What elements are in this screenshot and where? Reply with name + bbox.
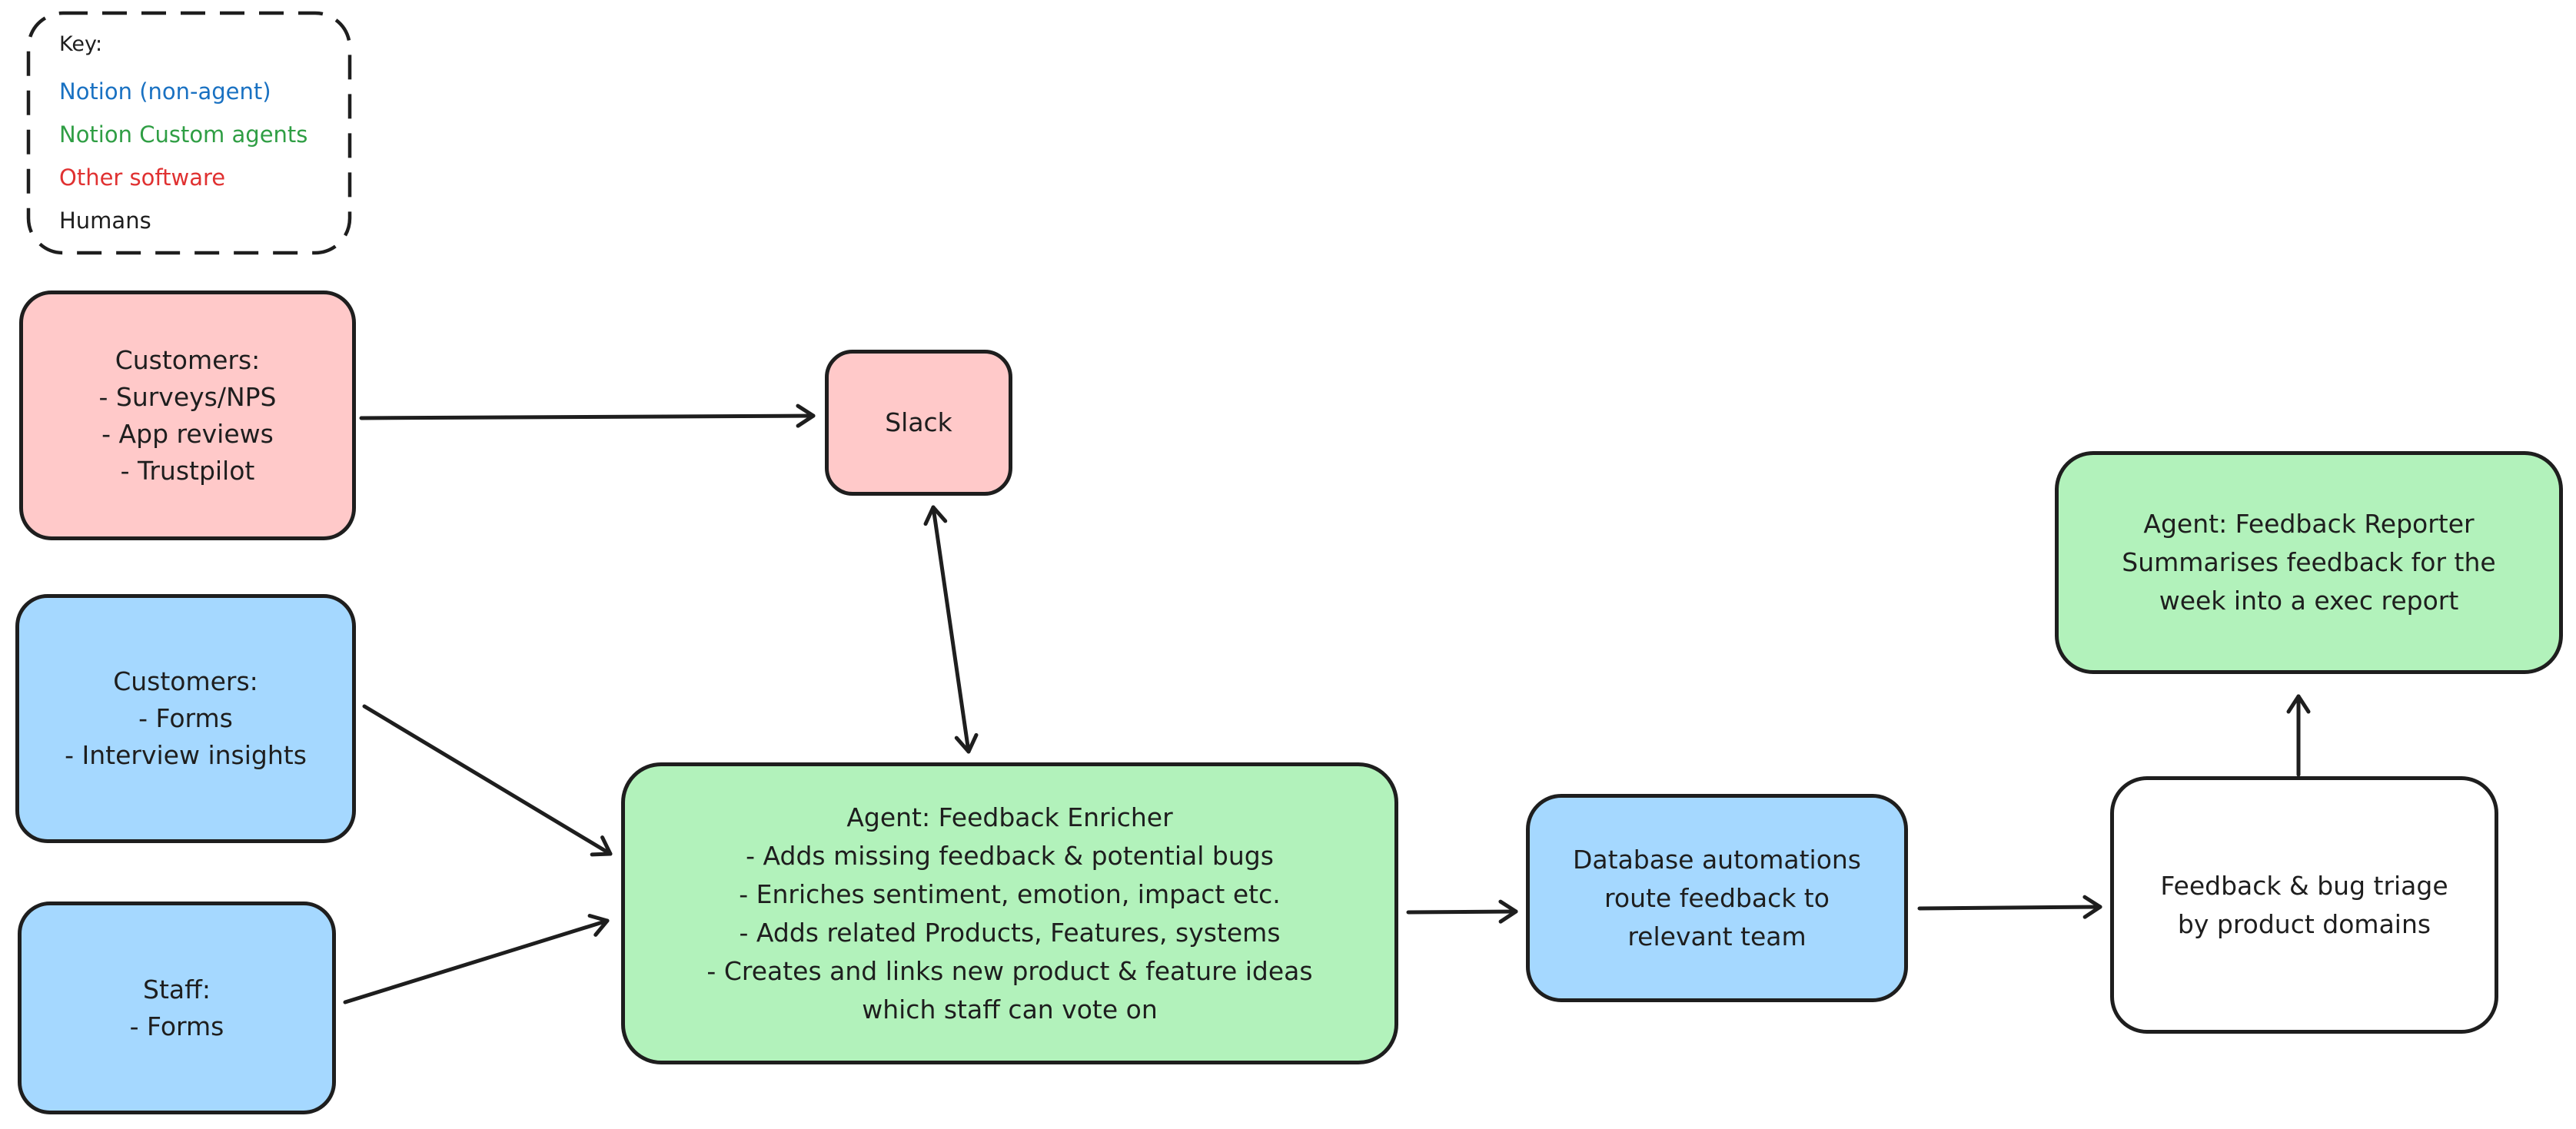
node-line: - Creates and links new product & featur… — [706, 955, 1313, 986]
node-line: - App reviews — [101, 418, 274, 449]
node-line: Feedback & bug triage — [2160, 870, 2448, 901]
node-line: which staff can vote on — [862, 994, 1158, 1024]
legend-item-humans: Humans — [59, 208, 151, 234]
node-line: relevant team — [1627, 921, 1807, 951]
node-line: Agent: Feedback Reporter — [2143, 509, 2475, 539]
node-line: route feedback to — [1604, 882, 1830, 913]
node-line: - Forms — [138, 703, 233, 733]
node-slack: Slack — [825, 350, 1012, 496]
node-feedback-reporter-agent: Agent: Feedback Reporter Summarises feed… — [2055, 451, 2563, 674]
node-line: week into a exec report — [2159, 586, 2459, 616]
node-line: Customers: — [113, 666, 258, 696]
legend-item-other-software: Other software — [59, 164, 226, 191]
node-line: - Trustpilot — [120, 455, 255, 486]
node-line: Database automations — [1573, 844, 1861, 875]
node-line: - Interview insights — [65, 740, 307, 770]
legend-key: Key: Notion (non-agent) Notion Custom ag… — [28, 13, 350, 253]
node-staff: Staff: - Forms — [18, 902, 336, 1114]
arrow-staff-to-enricher — [343, 914, 610, 1004]
node-line: by product domains — [2177, 908, 2431, 939]
arrow-customers-external-to-slack — [359, 403, 816, 428]
node-line: Agent: Feedback Enricher — [846, 802, 1173, 832]
arrow-database-to-triage — [1917, 895, 2102, 919]
legend-item-notion-custom-agents: Notion Custom agents — [59, 121, 308, 148]
key-box-border — [26, 11, 352, 255]
node-line: Slack — [885, 407, 952, 437]
node-line: - Forms — [129, 1011, 224, 1041]
node-line: - Adds related Products, Features, syste… — [739, 917, 1281, 948]
node-line: - Enriches sentiment, emotion, impact et… — [739, 878, 1281, 909]
node-database-automations: Database automations route feedback to r… — [1526, 794, 1908, 1002]
node-line: Staff: — [143, 974, 211, 1004]
node-line: Customers: — [115, 344, 261, 375]
legend-title: Key: — [59, 32, 103, 56]
node-feedback-enricher-agent: Agent: Feedback Enricher - Adds missing … — [621, 762, 1398, 1064]
node-line: - Surveys/NPS — [98, 381, 277, 412]
node-line: Summarises feedback for the — [2122, 547, 2496, 577]
node-line: - Adds missing feedback & potential bugs — [746, 840, 1274, 871]
arrow-customers-notion-to-enricher — [362, 704, 613, 857]
node-customers-external: Customers: - Surveys/NPS - App reviews -… — [19, 291, 356, 540]
legend-item-notion-non-agent: Notion (non-agent) — [59, 78, 271, 105]
arrow-slack-enricher-two-way — [923, 505, 979, 754]
node-feedback-bug-triage: Feedback & bug triage by product domains — [2110, 776, 2498, 1034]
node-customers-notion: Customers: - Forms - Interview insights — [15, 594, 356, 843]
